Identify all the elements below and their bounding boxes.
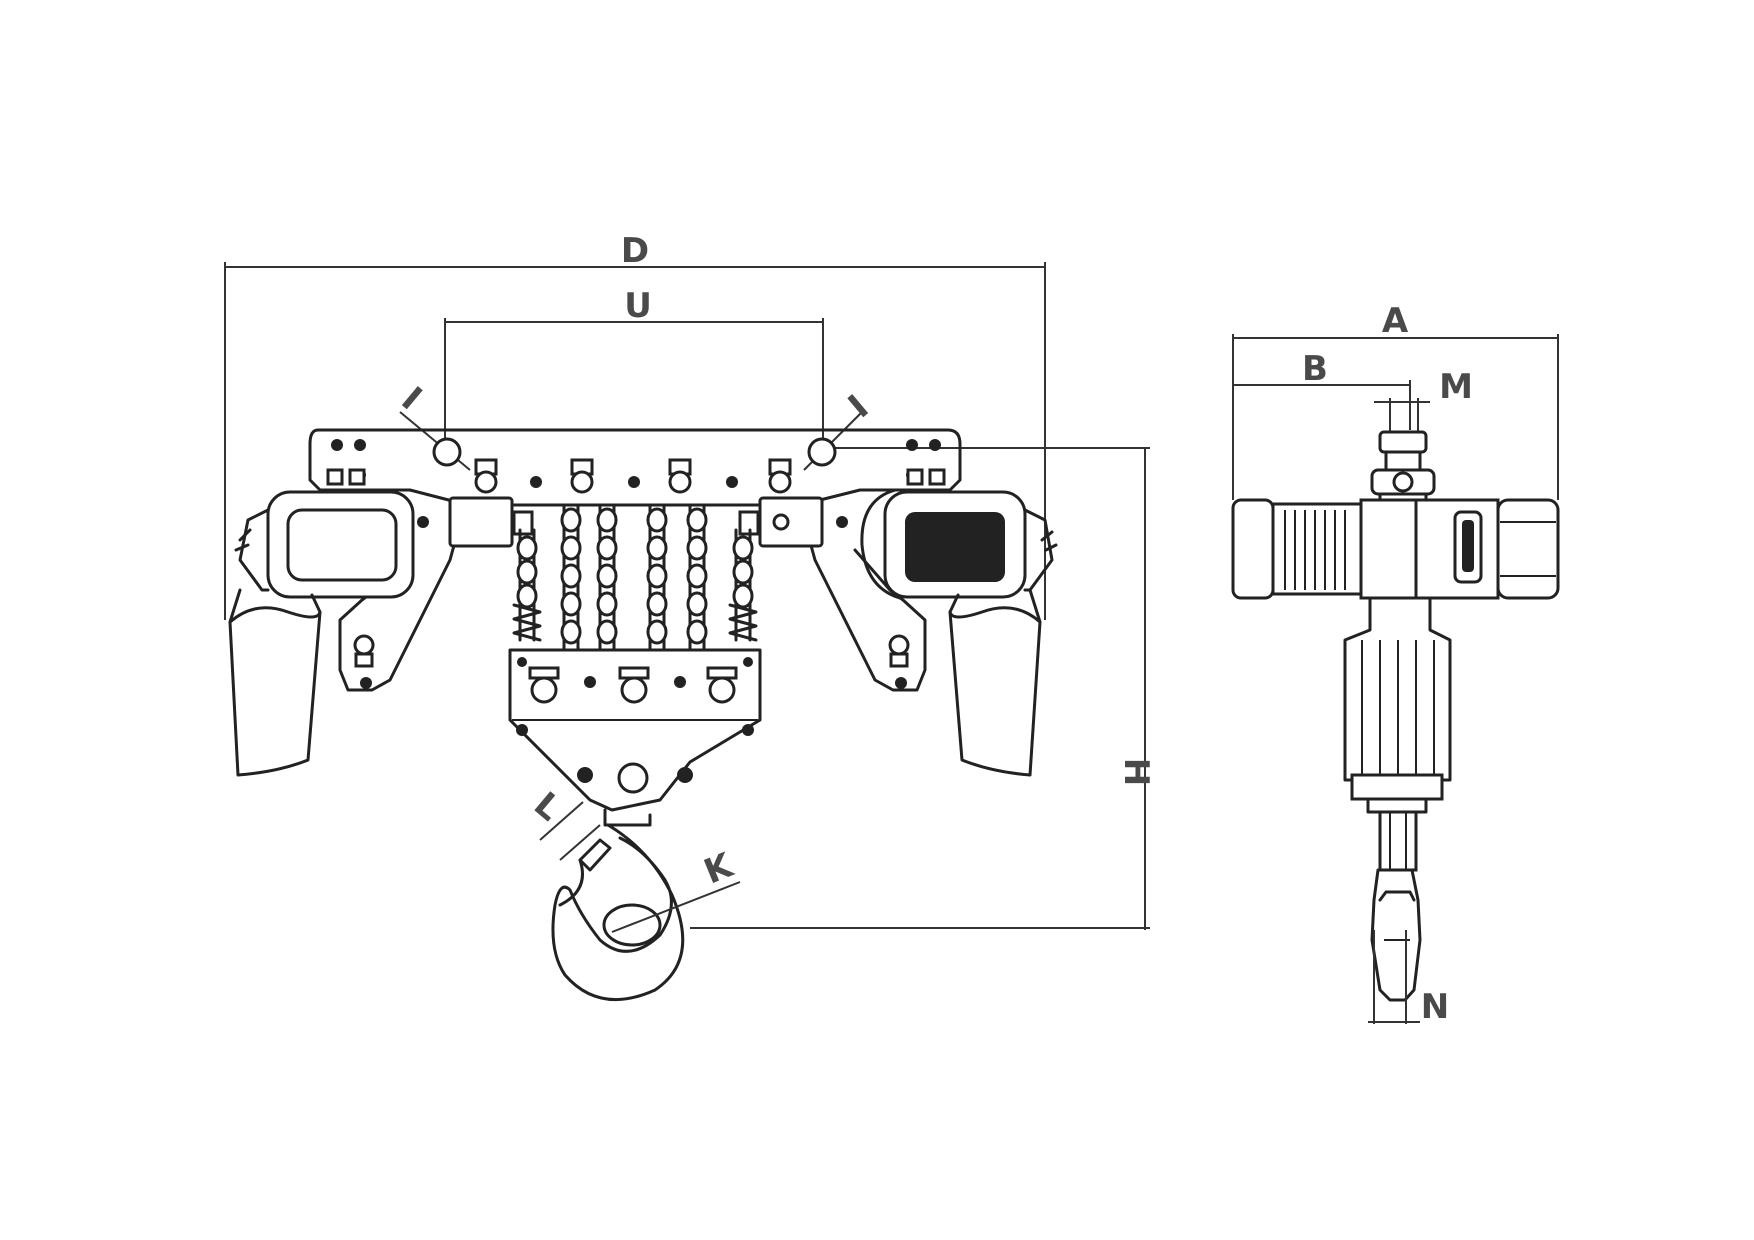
load-hook: [551, 808, 685, 1002]
label-a: A: [1382, 301, 1409, 341]
side-suspension: [1370, 430, 1436, 506]
front-view: D U I I H: [224, 231, 1156, 1002]
dimension-n: N: [1368, 930, 1449, 1027]
dimension-i: I I: [394, 379, 876, 471]
side-chain-guide: [1343, 596, 1452, 814]
right-motor-unit: [738, 468, 1058, 777]
label-i-right: I: [841, 387, 876, 426]
dimension-k: K: [611, 845, 741, 933]
dimension-b: B: [1233, 349, 1411, 430]
label-m: M: [1439, 367, 1473, 407]
dimension-h: H: [690, 447, 1156, 930]
label-l: L: [526, 784, 568, 829]
side-hoist-body: [1231, 498, 1560, 600]
label-n: N: [1421, 987, 1449, 1027]
label-u: U: [624, 286, 652, 326]
label-d: D: [621, 231, 649, 271]
label-i-left: I: [394, 379, 429, 418]
side-hook: [1370, 810, 1422, 1002]
dimension-u: U: [444, 286, 824, 450]
side-view: A B M: [1231, 301, 1560, 1027]
dimension-l: L: [526, 784, 601, 861]
left-motor-unit: [228, 468, 534, 777]
dimension-a: A: [1232, 301, 1559, 500]
top-plate: [308, 428, 962, 507]
label-b: B: [1302, 349, 1328, 389]
load-chains: [512, 503, 758, 652]
dimension-m: M: [1374, 367, 1473, 440]
bottom-block: [508, 648, 762, 812]
dimension-d: D: [224, 231, 1046, 620]
label-h: H: [1116, 758, 1156, 786]
